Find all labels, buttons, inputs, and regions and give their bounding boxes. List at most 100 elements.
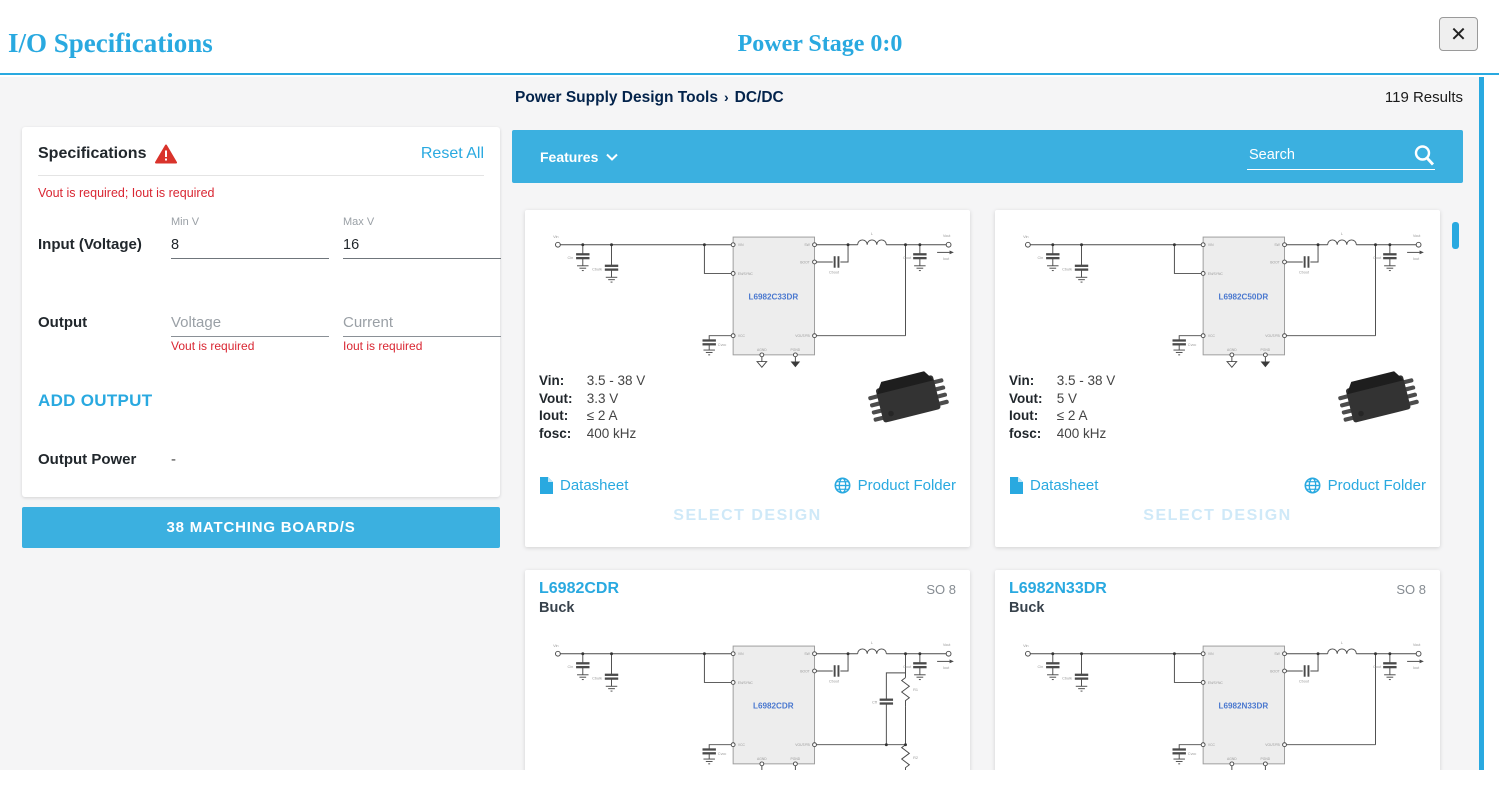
part-number-link[interactable]: L6982CDR — [539, 580, 620, 597]
svg-text:Iout: Iout — [943, 257, 950, 261]
svg-text:SW: SW — [1274, 243, 1280, 247]
svg-text:Vout: Vout — [943, 643, 952, 647]
svg-text:VOUT/FB: VOUT/FB — [795, 743, 810, 747]
max-v-label: Max V — [343, 216, 375, 228]
package-label: SO 8 — [1396, 582, 1426, 597]
iout-error: Iout is required — [343, 339, 423, 353]
product-folder-link[interactable]: Product Folder — [834, 477, 956, 494]
svg-text:Cboot: Cboot — [829, 679, 840, 683]
svg-text:PGND: PGND — [1261, 348, 1271, 352]
svg-text:AGND: AGND — [1227, 757, 1237, 761]
close-button[interactable]: ✕ — [1439, 17, 1478, 51]
svg-text:Cbulk: Cbulk — [1062, 268, 1072, 272]
svg-text:BOOT: BOOT — [800, 669, 809, 673]
error-summary: Vout is required; Iout is required — [38, 186, 215, 200]
output-row: Output Vout is required Iout is required — [38, 311, 501, 353]
svg-text:R1: R1 — [913, 688, 918, 692]
matching-boards-button[interactable]: 38 MATCHING BOARD/S — [22, 507, 500, 548]
svg-text:Iout: Iout — [1413, 257, 1420, 261]
package-image-slot — [862, 368, 954, 433]
so8-package-icon — [868, 371, 949, 423]
min-voltage-input[interactable] — [171, 234, 329, 259]
breadcrumb-separator: › — [723, 89, 729, 105]
output-label: Output — [38, 314, 88, 331]
features-dropdown[interactable]: Features — [540, 148, 619, 165]
svg-text:Cvcc: Cvcc — [718, 752, 727, 756]
output-voltage-input[interactable] — [171, 311, 329, 337]
svg-text:L: L — [871, 232, 873, 236]
select-design-button[interactable]: SELECT DESIGN — [673, 507, 822, 524]
svg-text:AGND: AGND — [757, 757, 767, 761]
results-count: 119 Results — [1384, 89, 1463, 106]
scrollbar-thumb[interactable] — [1452, 222, 1459, 249]
product-folder-link[interactable]: Product Folder — [1304, 477, 1426, 494]
min-voltage-field-wrap: Min V — [171, 216, 329, 259]
modal-right-border — [1479, 77, 1484, 770]
svg-text:BOOT: BOOT — [1270, 260, 1279, 264]
svg-text:VOUT/FB: VOUT/FB — [795, 334, 810, 338]
datasheet-link[interactable]: Datasheet — [1009, 477, 1098, 494]
schematic: Vin Vout Iout L Cin Cbulk Cvcc Cboot Cou… — [1003, 625, 1432, 770]
schematic: Vin Vout Iout L Cin Cbulk Cvcc Cboot Cou… — [533, 216, 962, 374]
svg-text:Cbulk: Cbulk — [592, 268, 602, 272]
product-card: Vin Vout Iout L Cin Cbulk Cvcc Cboot Cou… — [525, 210, 970, 547]
breadcrumb-root[interactable]: Power Supply Design Tools — [515, 89, 718, 106]
input-voltage-row: Input (Voltage) Min V Max V — [38, 216, 501, 259]
output-voltage-field-wrap: Vout is required — [171, 311, 329, 353]
svg-text:VCC: VCC — [738, 334, 746, 338]
svg-text:L6982C33DR: L6982C33DR — [749, 292, 799, 301]
output-current-input[interactable] — [343, 311, 501, 337]
search-icon[interactable] — [1413, 143, 1435, 167]
document-icon — [540, 477, 553, 494]
power-stage-title: Power Stage 0:0 — [737, 31, 903, 57]
warning-icon — [155, 144, 178, 164]
svg-text:L: L — [1341, 232, 1343, 236]
specifications-title: Specifications — [38, 145, 147, 162]
output-power-label: Output Power — [38, 451, 137, 468]
svg-text:VIN: VIN — [1208, 243, 1214, 247]
svg-text:EN/SYNC: EN/SYNC — [738, 681, 753, 685]
chevron-down-icon — [606, 153, 619, 161]
svg-text:Vin: Vin — [553, 235, 558, 239]
card-specs: Vin: 3.5 - 38 V Vout: 3.3 V Iout: ≤ 2 A … — [539, 373, 646, 441]
svg-text:Vout: Vout — [943, 234, 952, 238]
max-voltage-field-wrap: Max V — [343, 216, 501, 259]
svg-text:SW: SW — [804, 243, 810, 247]
part-number-link[interactable]: L6982N33DR — [1009, 580, 1107, 597]
svg-text:PGND: PGND — [1261, 757, 1271, 761]
reset-all-link[interactable]: Reset All — [420, 145, 484, 162]
svg-text:VCC: VCC — [1208, 334, 1216, 338]
min-v-label: Min V — [171, 216, 200, 228]
svg-text:VCC: VCC — [1208, 743, 1216, 747]
select-design-button[interactable]: SELECT DESIGN — [1143, 507, 1292, 524]
max-voltage-input[interactable] — [343, 234, 501, 259]
search-input[interactable] — [1247, 143, 1435, 170]
svg-text:Cin: Cin — [1037, 665, 1043, 669]
svg-text:L6982N33DR: L6982N33DR — [1219, 701, 1269, 710]
product-card: Vin Vout Iout L Cin Cbulk Cvcc Cboot Cou… — [995, 210, 1440, 547]
svg-text:AGND: AGND — [757, 348, 767, 352]
specifications-header: Specifications Reset All — [38, 144, 484, 176]
datasheet-link[interactable]: Datasheet — [539, 477, 628, 494]
features-label: Features — [540, 148, 599, 165]
breadcrumb: Power Supply Design Tools›DC/DC — [515, 89, 784, 107]
buck-schematic-image: Vin Vout Iout L Cin Cbulk Cvcc Cboot Cou… — [1023, 232, 1424, 369]
document-icon — [1010, 477, 1023, 494]
svg-text:Cout: Cout — [903, 256, 912, 260]
svg-text:Vin: Vin — [553, 644, 558, 648]
vout-error: Vout is required — [171, 339, 255, 353]
product-card: L6982CDR SO 8 Buck — [525, 570, 970, 770]
svg-text:Cout: Cout — [903, 665, 912, 669]
input-voltage-label: Input (Voltage) — [38, 236, 142, 253]
svg-text:PGND: PGND — [791, 348, 801, 352]
schematic: Vin Vout Iout L Cin Cbulk Cvcc Cboot Cou… — [533, 625, 962, 770]
add-output-link[interactable]: ADD OUTPUT — [38, 391, 153, 410]
svg-text:Cbulk: Cbulk — [592, 677, 602, 681]
package-label: SO 8 — [926, 582, 956, 597]
svg-text:Cout: Cout — [1373, 256, 1382, 260]
svg-text:Cin: Cin — [567, 665, 573, 669]
results-card-grid: Vin Vout Iout L Cin Cbulk Cvcc Cboot Cou… — [525, 210, 1440, 770]
output-current-field-wrap: Iout is required — [343, 311, 501, 353]
svg-text:BOOT: BOOT — [800, 260, 809, 264]
